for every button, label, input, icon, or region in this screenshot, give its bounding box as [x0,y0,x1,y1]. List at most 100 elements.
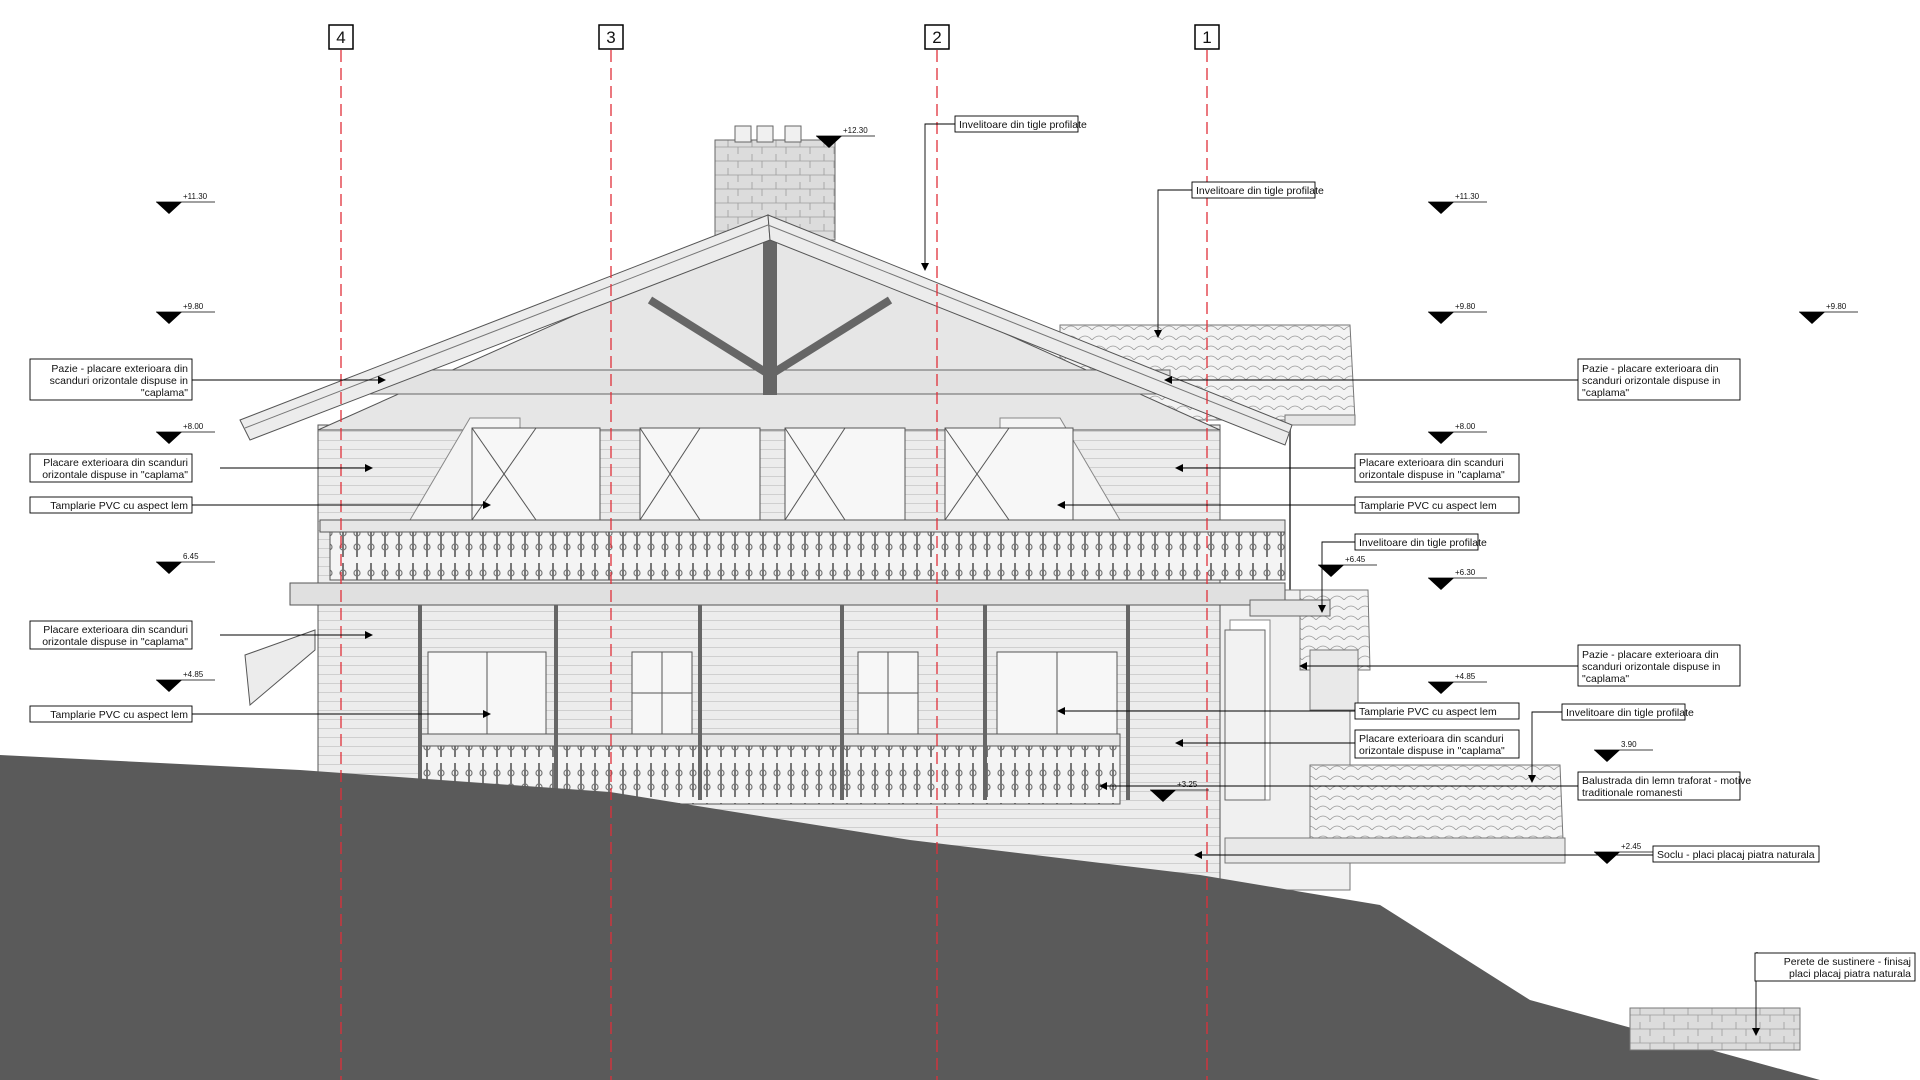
svg-text:+11.30: +11.30 [1455,192,1480,201]
level-marker: +2.45 [1594,842,1653,864]
grid-axes: 4 3 2 1 [328,24,1220,1080]
svg-text:Balustrada din lemn traforat -: Balustrada din lemn traforat - motive [1582,775,1751,787]
leaders [190,123,1760,1036]
grid-axis: 1 [1194,24,1220,1080]
grid-label: 1 [1202,28,1211,47]
terrace-roof [1309,764,1564,841]
main-roof-right [767,214,1293,446]
svg-text:placi placaj piatra naturala: placi placaj piatra naturala [1789,968,1911,980]
svg-text:orizontale dispuse in "caplama: orizontale dispuse in "caplama" [42,469,188,481]
callout-roof-tiles-top: Invelitoare din tigle profilate [954,115,1087,133]
svg-text:+3.25: +3.25 [1177,780,1198,789]
svg-text:+4.85: +4.85 [183,670,204,679]
svg-text:orizontale dispuse in "caplama: orizontale dispuse in "caplama" [1359,745,1505,757]
grid-axis: 3 [598,24,624,1080]
svg-text:orizontale dispuse in "caplama: orizontale dispuse in "caplama" [1359,469,1505,481]
svg-text:Tamplarie PVC cu aspect lem: Tamplarie PVC cu aspect lem [1359,706,1497,718]
callout-roof-tiles-terrace: Invelitoare din tigle profilate [1561,703,1694,721]
svg-text:+9.80: +9.80 [183,302,204,311]
svg-text:6.45: 6.45 [183,552,199,561]
callout-cladding-right-1: Placare exterioara din scanduri orizonta… [1354,453,1520,483]
svg-text:+11.30: +11.30 [183,192,208,201]
level-marker: +6.45 [1318,555,1377,577]
building [239,125,1566,896]
svg-text:Invelitoare din tigle profilat: Invelitoare din tigle profilate [1359,537,1487,549]
svg-text:+4.85: +4.85 [1455,672,1476,681]
svg-text:Tamplarie PVC cu aspect lem: Tamplarie PVC cu aspect lem [50,500,188,512]
callout-windows-left-2: Tamplarie PVC cu aspect lem [29,705,193,723]
grid-axis: 2 [924,24,950,1080]
svg-text:3.90: 3.90 [1621,740,1637,749]
svg-text:+2.45: +2.45 [1621,842,1642,851]
svg-text:"caplama": "caplama" [141,387,188,399]
svg-text:Invelitoare din tigle profilat: Invelitoare din tigle profilate [1196,185,1324,197]
callout-roof-tiles-right: Invelitoare din tigle profilate [1191,181,1324,199]
svg-text:scanduri orizontale dispuse in: scanduri orizontale dispuse in [1582,375,1720,387]
callout-cladding-left-1: Placare exterioara din scanduri orizonta… [29,453,193,483]
grid-axis: 4 [328,24,354,1080]
svg-text:Soclu - placi placaj piatra na: Soclu - placi placaj piatra naturala [1657,849,1815,861]
svg-text:Pazie - placare exterioara din: Pazie - placare exterioara din [51,363,188,375]
svg-text:Placare exterioara din scandur: Placare exterioara din scanduri [43,457,188,469]
svg-text:Pazie - placare exterioara din: Pazie - placare exterioara din [1582,649,1719,661]
left-canopy [244,629,316,706]
svg-text:+8.00: +8.00 [1455,422,1476,431]
callout-plinth: Soclu - placi placaj piatra naturala [1652,845,1820,863]
svg-text:+8.00: +8.00 [183,422,204,431]
callout-cladding-right-2: Placare exterioara din scanduri orizonta… [1354,729,1520,759]
level-marker: +8.00 [156,422,215,444]
callout-roof-tiles-annex: Invelitoare din tigle profilate [1354,533,1487,551]
grid-label: 3 [606,28,615,47]
svg-text:Invelitoare din tigle profilat: Invelitoare din tigle profilate [1566,707,1694,719]
callout-fascia-right-2: Pazie - placare exterioara din scanduri … [1577,644,1741,687]
grid-label: 4 [336,28,345,47]
level-marker: +9.80 [1428,302,1487,324]
callout-retaining-wall: Perete de sustinere - finisaj placi plac… [1754,952,1916,982]
svg-text:traditionale romanesti: traditionale romanesti [1582,787,1682,799]
svg-text:scanduri orizontale dispuse in: scanduri orizontale dispuse in [50,375,188,387]
level-marker: +9.80 [156,302,215,324]
svg-text:+6.30: +6.30 [1455,568,1476,577]
svg-text:Tamplarie PVC cu aspect lem: Tamplarie PVC cu aspect lem [50,709,188,721]
level-marker: +3.25 [1150,780,1209,802]
svg-text:"caplama": "caplama" [1582,673,1629,685]
level-marker: +4.85 [156,670,215,692]
level-marker: +9.80 [1799,302,1858,324]
level-marker: +4.85 [1428,672,1487,694]
level-marker: +6.30 [1428,568,1487,590]
level-marker: +8.00 [1428,422,1487,444]
callout-fascia-left: Pazie - placare exterioara din scanduri … [29,358,193,401]
grid-label: 2 [932,28,941,47]
level-marker: +11.30 [156,192,215,214]
callout-windows-left-1: Tamplarie PVC cu aspect lem [29,496,193,514]
callout-fascia-right-1: Pazie - placare exterioara din scanduri … [1577,358,1741,401]
svg-text:Invelitoare din tigle profilat: Invelitoare din tigle profilate [959,119,1087,131]
upper-windows [471,427,1074,521]
svg-text:Perete de sustinere - finisaj: Perete de sustinere - finisaj [1784,956,1911,968]
level-marker: +11.30 [1428,192,1487,214]
callout-balustrade: Balustrada din lemn traforat - motive tr… [1577,771,1751,801]
svg-text:Placare exterioara din scandur: Placare exterioara din scanduri [1359,733,1504,745]
retaining-wall [1629,1007,1801,1051]
svg-text:+6.45: +6.45 [1345,555,1366,564]
svg-text:Placare exterioara din scandur: Placare exterioara din scanduri [1359,457,1504,469]
svg-text:+9.80: +9.80 [1455,302,1476,311]
svg-text:Pazie - placare exterioara din: Pazie - placare exterioara din [1582,363,1719,375]
svg-text:Tamplarie PVC cu aspect lem: Tamplarie PVC cu aspect lem [1359,500,1497,512]
svg-text:+9.80: +9.80 [1826,302,1847,311]
level-marker: 3.90 [1594,740,1653,762]
svg-text:"caplama": "caplama" [1582,387,1629,399]
callout-windows-right-2: Tamplarie PVC cu aspect lem [1354,702,1520,720]
svg-text:Placare exterioara din scandur: Placare exterioara din scanduri [43,624,188,636]
upper-balustrade [329,531,1286,581]
svg-text:+12.30: +12.30 [843,126,868,135]
level-marker: 6.45 [156,552,215,574]
callout-cladding-left-2: Placare exterioara din scanduri orizonta… [29,620,193,650]
svg-text:orizontale dispuse in "caplama: orizontale dispuse in "caplama" [42,636,188,648]
ground-windows [427,651,1118,735]
ground-section [0,755,1820,1080]
callout-windows-right-1: Tamplarie PVC cu aspect lem [1354,496,1520,514]
level-markers: +12.30 +11.30 +11.30 +9.80 +9.80 +9.80 +… [156,126,1858,864]
level-marker: +12.30 [816,126,875,148]
